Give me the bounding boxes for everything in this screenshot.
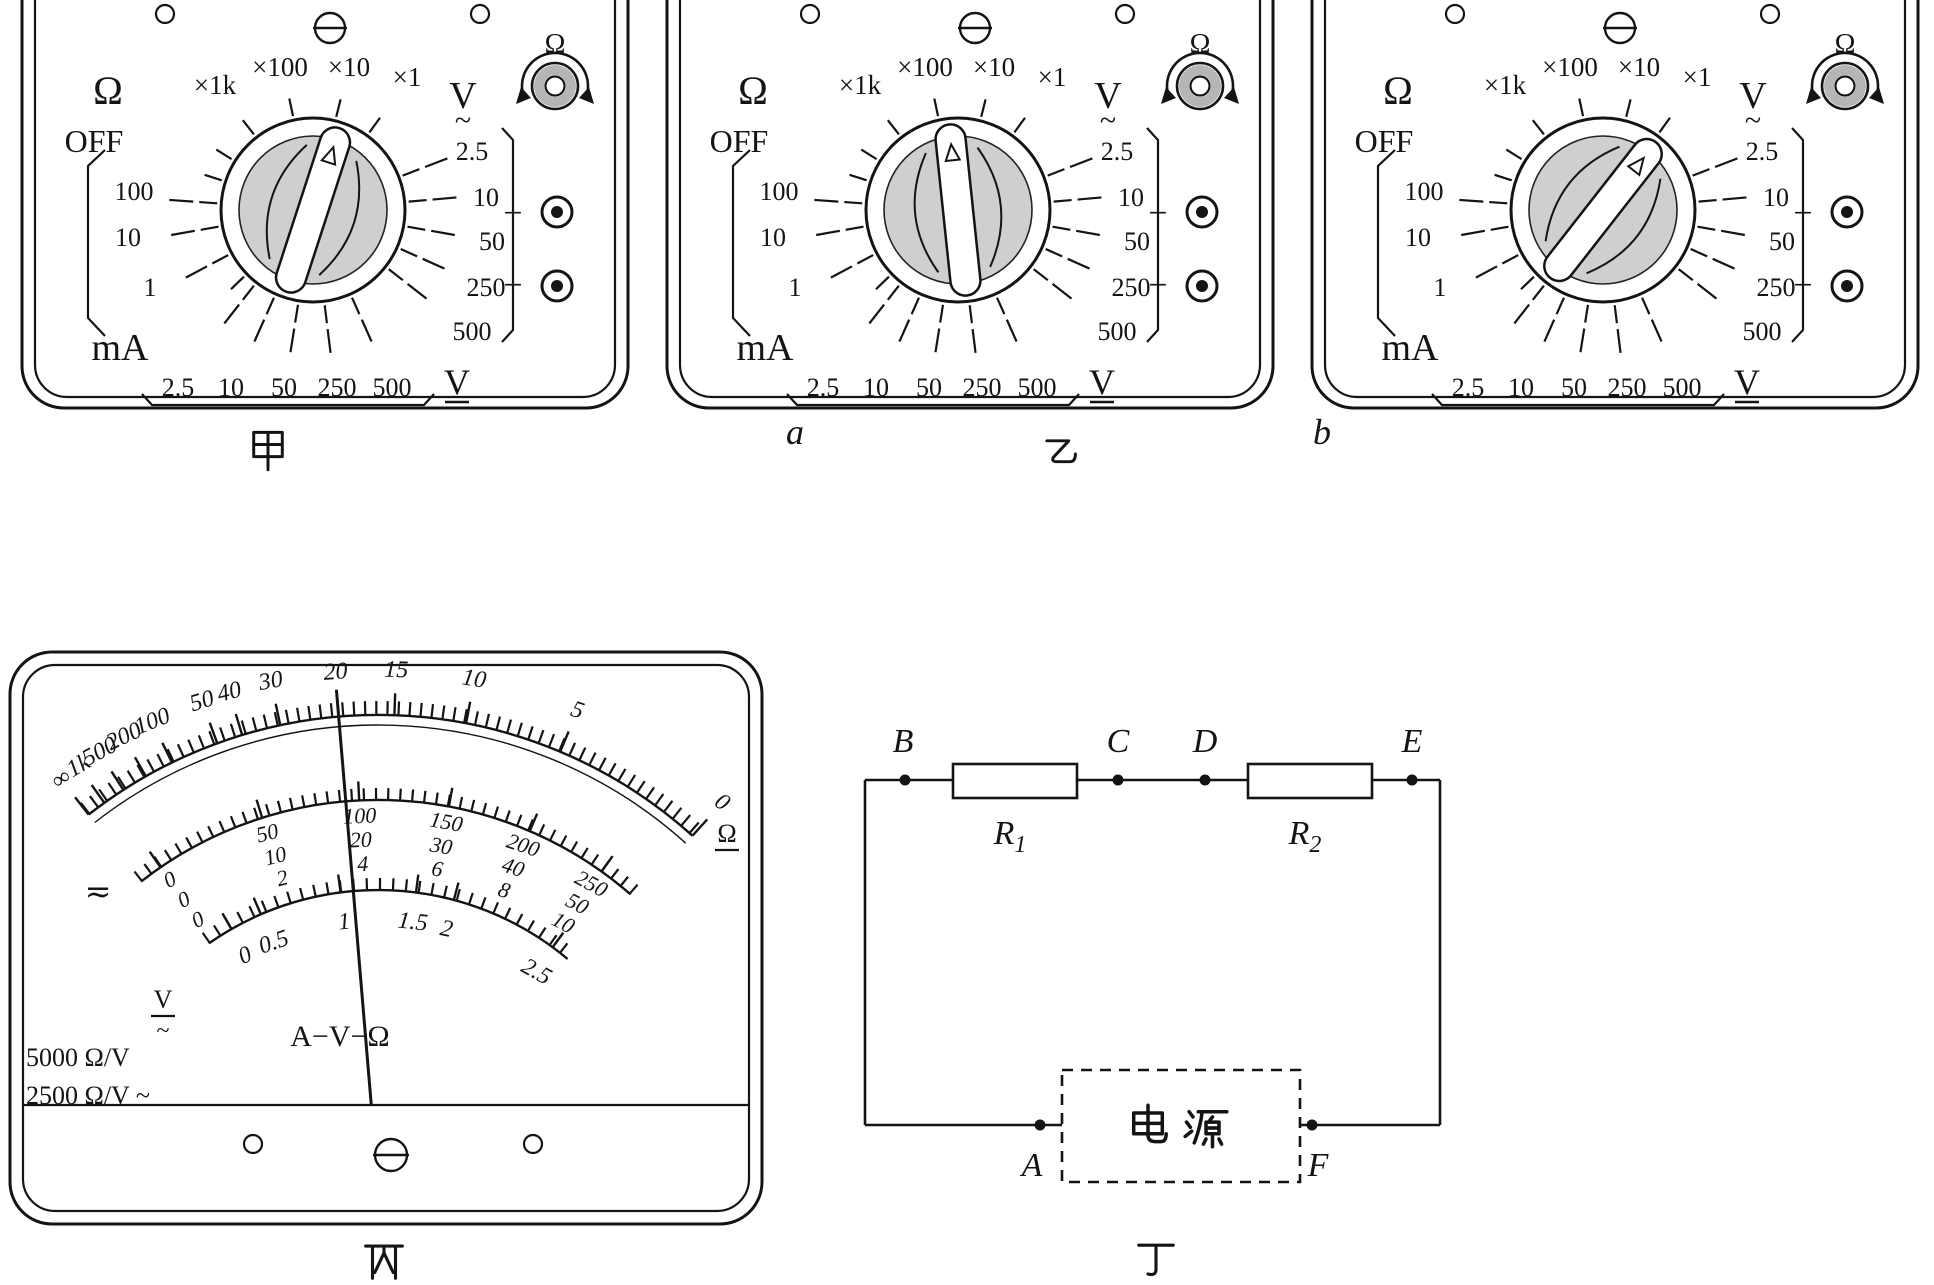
ohm-scale-arc (87, 713, 694, 837)
power-source-box (1060, 1068, 1302, 1184)
meter-needle (334, 689, 373, 1106)
meter-inner-border (21, 663, 751, 1213)
svg-text:30: 30 (256, 666, 285, 696)
svg-text:15: 15 (384, 657, 409, 684)
svg-text:20: 20 (349, 827, 372, 853)
resistor-r1 (951, 762, 1079, 800)
svg-text:10: 10 (460, 664, 488, 693)
meter-sensitivity-dc: 5000 Ω/V (26, 1043, 130, 1072)
svg-text:2: 2 (438, 915, 455, 943)
caption-a: a (786, 412, 804, 452)
ohm-unit-label: Ω (717, 819, 736, 848)
circuit-wires (863, 778, 1442, 1127)
node-b (899, 774, 911, 786)
svg-text:1.5: 1.5 (396, 908, 429, 937)
svg-text:150: 150 (428, 806, 465, 836)
ohm-scale-labels: ∞ 1k 500 200 100 50 40 30 20 15 10 5 0 (47, 657, 734, 817)
svg-text:4: 4 (357, 851, 369, 876)
svg-text:6: 6 (430, 855, 445, 882)
power-source-label (1131, 1103, 1229, 1149)
caption-b: b (1313, 412, 1331, 452)
svg-text:20: 20 (323, 658, 349, 686)
caption-bing (364, 1244, 404, 1280)
mirror-arc (94, 724, 687, 844)
meter-outer-border (8, 650, 764, 1226)
svg-text:V: V (154, 985, 173, 1014)
dc-major-ticks (148, 781, 614, 873)
label-r1: R1 (993, 815, 1027, 858)
label-r2: R2 (1288, 815, 1322, 858)
dc-scale-arc (140, 798, 632, 896)
meter-hole-right (522, 1133, 544, 1155)
svg-text:~: ~ (157, 1018, 170, 1044)
circuit-diagram: B C D E A F R1 R2 (863, 723, 1442, 1184)
caption-ding (1137, 1243, 1175, 1277)
label-c: C (1107, 723, 1130, 760)
label-a: A (1020, 1147, 1043, 1184)
meter-face: ∞ 1k 500 200 100 50 40 30 20 15 10 5 0 Ω… (8, 650, 764, 1226)
label-d: D (1192, 723, 1218, 760)
ohm-major-ticks (74, 693, 709, 837)
meter-zero-adjust-screw[interactable] (373, 1137, 409, 1173)
svg-text:30: 30 (427, 831, 454, 860)
label-e: E (1401, 723, 1423, 760)
node-d (1199, 774, 1211, 786)
node-e (1406, 774, 1418, 786)
ac-scale-arc (208, 888, 569, 960)
caption-jia (252, 430, 284, 472)
node-f (1306, 1119, 1318, 1131)
ac-v-symbol: V ~ (151, 985, 175, 1044)
node-c (1112, 774, 1124, 786)
resistor-r2 (1246, 762, 1374, 800)
ac-major-ticks (221, 874, 565, 948)
meter-hole-left (242, 1133, 264, 1155)
caption-yi (1045, 439, 1077, 464)
meter-function-label: A−V−Ω (290, 1020, 389, 1053)
circuit-nodes (899, 774, 1418, 1131)
label-f: F (1307, 1147, 1330, 1184)
node-a (1034, 1119, 1046, 1131)
label-b: B (893, 723, 914, 760)
dc-symbol: ≂ (85, 873, 112, 909)
dc-tick-band (133, 788, 639, 895)
circuit-node-labels: B C D E A F (893, 723, 1423, 1184)
svg-text:1: 1 (337, 908, 352, 935)
